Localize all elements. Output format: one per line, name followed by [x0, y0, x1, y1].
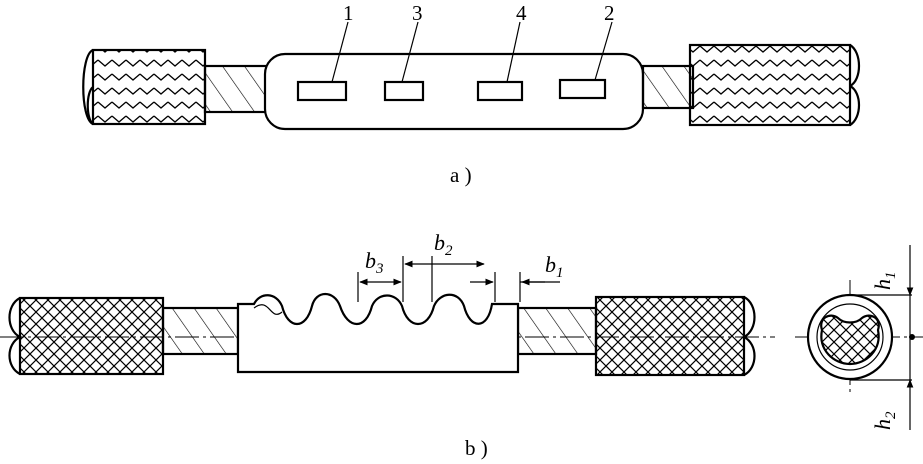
- callout-4: 4: [516, 1, 527, 25]
- right-cable-insulation: [688, 43, 861, 127]
- indent-4: [476, 80, 524, 102]
- label-b1: b1: [545, 252, 564, 281]
- label-h2: h2: [870, 411, 899, 430]
- crimped-sleeve-b: [236, 292, 520, 374]
- caption-b: b ): [465, 436, 488, 460]
- leader-1: [331, 21, 349, 83]
- right-conductor: [641, 64, 695, 110]
- cross-section: [795, 245, 923, 430]
- label-h1: h1: [870, 272, 899, 291]
- indent-1: [296, 80, 348, 102]
- leader-4: [506, 21, 521, 83]
- label-b2: b2: [434, 230, 453, 259]
- left-cable-insulation: [82, 48, 207, 126]
- figure-b: b3 b2 b1 h1 h2 b ): [0, 230, 923, 460]
- leader-3: [401, 21, 419, 83]
- leader-2: [594, 21, 613, 81]
- left-conductor-b: [161, 306, 240, 356]
- sleeve-inner-edge: [253, 304, 283, 315]
- left-cable-insulation-b: [8, 296, 165, 376]
- caption-a: a ): [450, 163, 472, 187]
- indent-2: [558, 78, 607, 100]
- label-b3: b3: [365, 248, 384, 277]
- figure-a: 1 3 4 2 a ): [82, 1, 861, 187]
- left-conductor: [203, 64, 272, 114]
- indent-3: [383, 80, 425, 102]
- right-conductor-b: [516, 306, 598, 356]
- callout-2: 2: [604, 1, 615, 25]
- callout-3: 3: [412, 1, 423, 25]
- callout-1: 1: [343, 1, 354, 25]
- right-cable-insulation-b: [594, 295, 756, 377]
- crimped-core-section: [820, 314, 880, 366]
